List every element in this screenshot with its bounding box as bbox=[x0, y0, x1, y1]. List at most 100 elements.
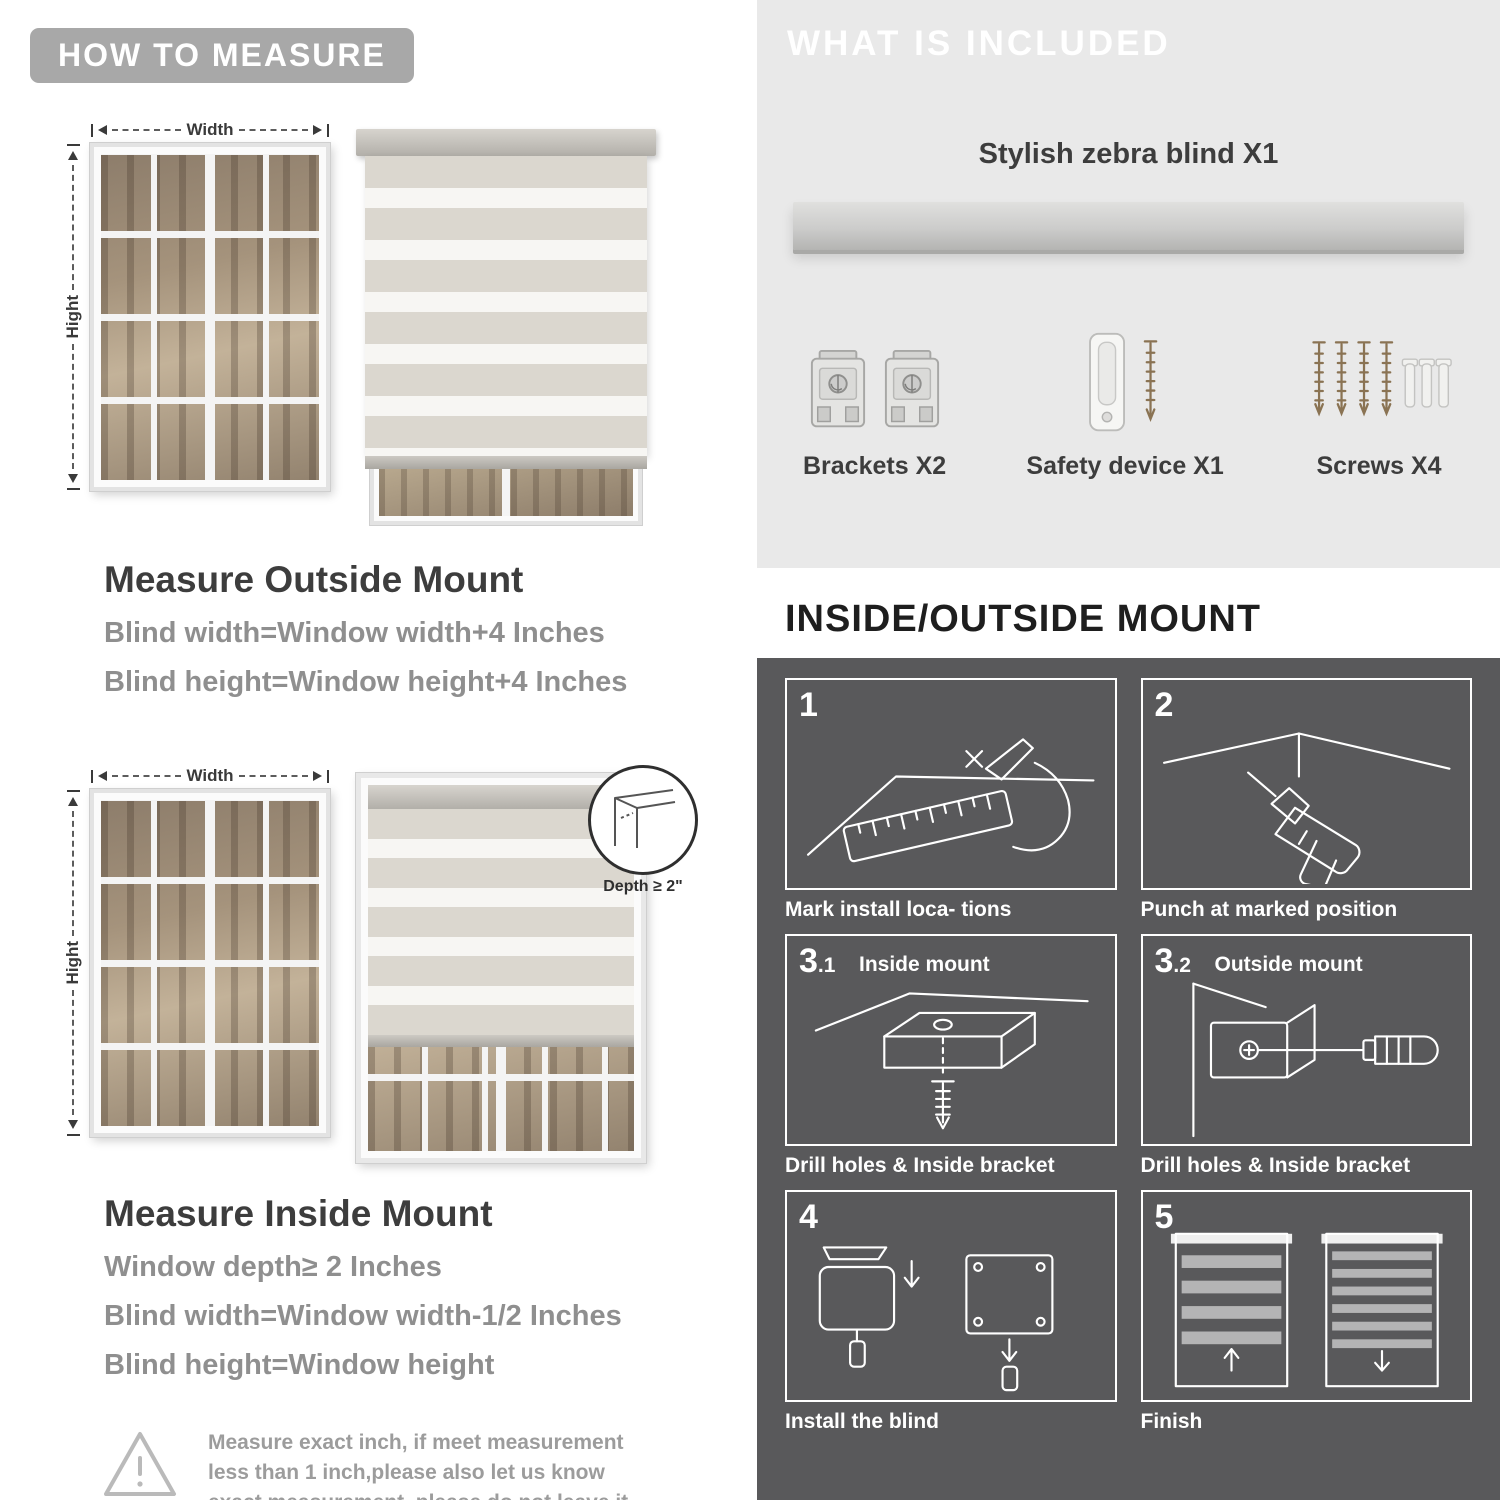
warning-icon bbox=[104, 1432, 176, 1496]
outside-mount-title: Measure Outside Mount bbox=[104, 559, 524, 600]
step-4: 4 bbox=[785, 1190, 1117, 1434]
blind-fabric bbox=[365, 156, 647, 456]
window-panes bbox=[101, 800, 319, 1126]
width-dimension-arrow: Width bbox=[90, 117, 330, 143]
arrow-down-icon bbox=[68, 1120, 78, 1129]
arrow-end-tick bbox=[66, 1134, 80, 1136]
width-dimension-arrow: Width bbox=[90, 763, 330, 789]
mount-section-title: INSIDE/OUTSIDE MOUNT bbox=[785, 598, 1262, 640]
brackets-illustration bbox=[807, 349, 943, 436]
width-label: Width bbox=[186, 766, 234, 785]
step-1: 1 Mark install l bbox=[785, 678, 1117, 922]
step-5: 5 bbox=[1140, 1190, 1472, 1434]
depth-detail: Depth ≥ 2" bbox=[580, 765, 706, 896]
step-number: 3.2 bbox=[1154, 942, 1191, 980]
inside-mount-figure: Width Hight bbox=[56, 763, 755, 1163]
arrow-left-icon bbox=[98, 125, 107, 135]
dashed-line bbox=[112, 129, 182, 131]
dashed-line bbox=[112, 775, 182, 777]
step-caption: Mark install loca- tions bbox=[785, 898, 1012, 921]
depth-detail-circle bbox=[588, 765, 698, 875]
dashed-line bbox=[72, 343, 74, 469]
screws-icon bbox=[1312, 341, 1452, 417]
step-panel: 3.1 Inside mount bbox=[785, 934, 1117, 1146]
measurement-line: Blind height=Window height+4 Inches bbox=[104, 666, 628, 698]
step-panel: 5 bbox=[1140, 1190, 1472, 1402]
height-dimension-arrow: Hight bbox=[56, 143, 90, 491]
right-column: WHAT IS INCLUDED Stylish zebra blind X1 bbox=[755, 0, 1500, 1500]
headrail-illustration bbox=[793, 202, 1464, 250]
step-panel: 2 bbox=[1140, 678, 1472, 890]
width-label: Width bbox=[186, 120, 234, 139]
step-number: 5 bbox=[1154, 1198, 1174, 1236]
window-panes bbox=[101, 154, 319, 480]
measurement-line: Blind width=Window width+4 Inches bbox=[104, 617, 605, 649]
arrow-up-icon bbox=[68, 151, 78, 160]
arrow-end-tick bbox=[66, 790, 80, 792]
bracket-icon bbox=[810, 349, 865, 428]
measured-window: Width Hight bbox=[56, 117, 330, 529]
step-number: 3.1 bbox=[799, 942, 836, 980]
step-caption: Install the blind bbox=[785, 1410, 940, 1433]
dashed-line bbox=[72, 989, 74, 1115]
measurement-line: Blind height=Window height bbox=[104, 1349, 495, 1381]
arrow-right-icon bbox=[313, 771, 322, 781]
zebra-blind-outside-illustration bbox=[356, 129, 656, 529]
steps-grid: 1 Mark install l bbox=[785, 678, 1472, 1446]
depth-label: Depth ≥ 2" bbox=[603, 878, 683, 895]
bracket-icon bbox=[884, 349, 939, 428]
step-inner-label: Outside mount bbox=[1214, 953, 1363, 976]
window-corner-icon bbox=[614, 789, 676, 848]
what-is-included-title: WHAT IS INCLUDED bbox=[787, 24, 1171, 63]
step-3-1: 3.1 Inside mount bbox=[785, 934, 1117, 1178]
safety-device-item: Safety device X1 bbox=[1026, 330, 1224, 481]
height-dimension-arrow: Hight bbox=[56, 789, 90, 1137]
window-illustration bbox=[90, 143, 330, 491]
inside-mount-title: Measure Inside Mount bbox=[104, 1193, 493, 1234]
step-panel: 1 bbox=[785, 678, 1117, 890]
item-label: Brackets X2 bbox=[803, 452, 947, 480]
dashed-line bbox=[238, 775, 308, 777]
outside-bracket-art bbox=[1191, 982, 1439, 1138]
arrow-end-tick bbox=[66, 144, 80, 146]
mount-instructions-panel: 1 Mark install l bbox=[757, 658, 1500, 1500]
arrow-end-tick bbox=[91, 123, 93, 137]
measured-window: Width Hight bbox=[56, 763, 330, 1163]
arrow-up-icon bbox=[68, 797, 78, 806]
step-number: 1 bbox=[799, 686, 818, 724]
step-panel: 3.2 Outside mount bbox=[1140, 934, 1472, 1146]
finish-art bbox=[1170, 1232, 1443, 1388]
arrow-end-tick bbox=[91, 769, 93, 783]
arrow-end-tick bbox=[327, 769, 329, 783]
measurement-line: Blind width=Window width-1/2 Inches bbox=[104, 1300, 622, 1332]
note-text: Measure exact inch, if meet measurement … bbox=[208, 1431, 628, 1500]
how-to-measure-section: HOW TO MEASURE Width Hight bbox=[30, 28, 755, 1500]
step-panel: 4 bbox=[785, 1190, 1117, 1402]
arrow-end-tick bbox=[66, 488, 80, 490]
arrow-left-icon bbox=[98, 771, 107, 781]
window-body bbox=[368, 785, 634, 1151]
blind-fabric bbox=[368, 809, 634, 1035]
how-to-measure-badge: HOW TO MEASURE bbox=[30, 28, 414, 83]
blind-bottom-rail bbox=[368, 1035, 634, 1047]
step-3-2: 3.2 Outside mount bbox=[1140, 934, 1472, 1178]
step-inner-label: Inside mount bbox=[859, 953, 990, 976]
blind-cassette bbox=[356, 129, 656, 156]
step-number: 4 bbox=[799, 1198, 818, 1236]
outside-mount-figure: Width Hight bbox=[56, 117, 755, 529]
step-caption: Punch at marked position bbox=[1140, 898, 1398, 921]
zebra-blind-inside-illustration bbox=[356, 773, 646, 1163]
step-caption: Drill holes & Inside bracket bbox=[785, 1154, 1055, 1177]
item-label: Screws X4 bbox=[1316, 452, 1442, 480]
step-caption: Drill holes & Inside bracket bbox=[1140, 1154, 1411, 1177]
what-is-included-section: WHAT IS INCLUDED Stylish zebra blind X1 bbox=[757, 0, 1500, 568]
arrow-right-icon bbox=[313, 125, 322, 135]
screws-item: Screws X4 bbox=[1304, 333, 1454, 481]
arrow-end-tick bbox=[327, 123, 329, 137]
measurement-line: Window depth≥ 2 Inches bbox=[104, 1251, 442, 1283]
brackets-item: Brackets X2 bbox=[803, 349, 946, 481]
inside-bracket-art bbox=[814, 992, 1089, 1130]
height-label: Hight bbox=[63, 295, 82, 339]
blind-bottom-rail bbox=[365, 456, 647, 469]
